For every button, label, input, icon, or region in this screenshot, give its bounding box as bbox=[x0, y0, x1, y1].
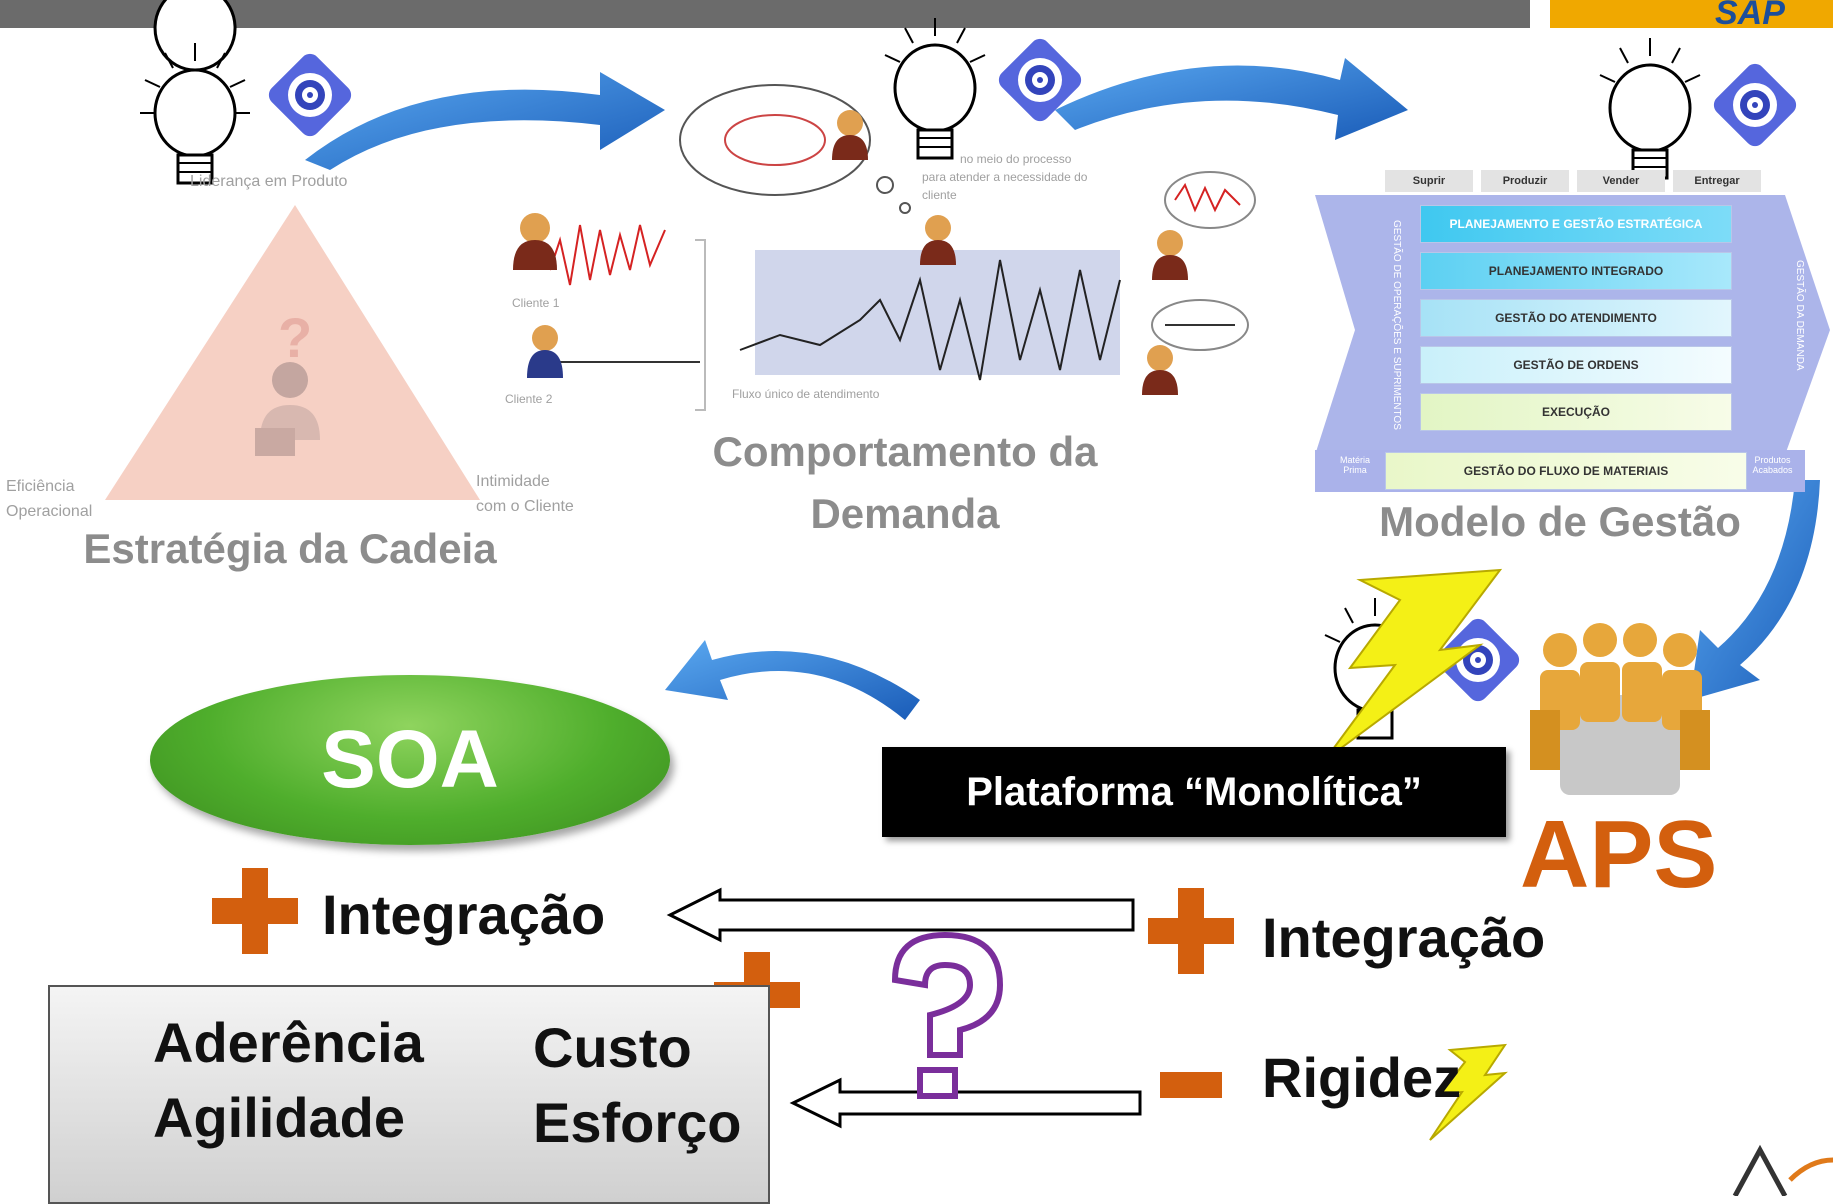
person-icon-client-2 bbox=[527, 325, 563, 378]
lightning-icon-small bbox=[1429, 1043, 1508, 1141]
soa-benefits-box bbox=[48, 985, 770, 1204]
plus-icon-right bbox=[1148, 888, 1234, 974]
soa-ellipse: SOA bbox=[150, 675, 670, 845]
person-laptop-icon bbox=[255, 362, 320, 456]
rigidity-arrow bbox=[789, 1077, 1142, 1129]
model-bottom-left-label: Matéria Prima bbox=[1339, 455, 1370, 475]
lightbulb-icon-1 bbox=[140, 0, 250, 185]
flow-arrow-4 bbox=[665, 640, 920, 720]
model-header-row: Suprir Produzir Vender Entregar bbox=[1385, 170, 1765, 192]
flow-label: Fluxo único de atendimento bbox=[732, 387, 880, 401]
flow-arrow-1 bbox=[305, 72, 665, 170]
model-band-1: PLANEJAMENTO E GESTÃO ESTRATÉGICA bbox=[1420, 205, 1732, 243]
aps-label: APS bbox=[1520, 801, 1718, 908]
integration-arrow bbox=[666, 887, 1135, 943]
left-integration-label: Integração bbox=[322, 883, 606, 946]
flow-arrow-3 bbox=[1690, 480, 1820, 700]
thought-cloud bbox=[679, 84, 911, 214]
model-left-side-label: GESTÃO DE OPERAÇÕES E SUPRIMENTOS bbox=[1391, 220, 1402, 430]
lightbulb-icon-2 bbox=[884, 18, 986, 160]
model-bottom-right-label: Produtos Acabados bbox=[1752, 455, 1793, 475]
client-1-label: Cliente 1 bbox=[512, 296, 560, 310]
pyramid-left-label-2: Operacional bbox=[6, 503, 93, 520]
platform-label: Plataforma “Monolítica” bbox=[966, 769, 1422, 814]
title-bar bbox=[0, 0, 1530, 28]
soa-label: SOA bbox=[321, 714, 499, 805]
pyramid-right-label-2: com o Cliente bbox=[476, 498, 574, 515]
pyramid-right-label-1: Intimidade bbox=[476, 473, 550, 490]
corner-logo-icon bbox=[1732, 1144, 1833, 1196]
model-header-cell: Suprir bbox=[1385, 170, 1473, 192]
demand-title-line-1: Comportamento da bbox=[712, 428, 1098, 475]
speech-bubble-right-2 bbox=[1151, 299, 1249, 351]
model-band-5: EXECUÇÃO bbox=[1420, 393, 1732, 431]
sap-logo-background bbox=[1550, 0, 1833, 28]
pyramid-top-label: Liderança em Produto bbox=[190, 173, 348, 190]
question-mark-icon bbox=[891, 931, 1004, 1099]
person-icon-4 bbox=[920, 215, 956, 265]
model-band-3: GESTÃO DO ATENDIMENTO bbox=[1420, 299, 1732, 337]
right-integration-label: Integração bbox=[1262, 906, 1546, 969]
model-band-4: GESTÃO DE ORDENS bbox=[1420, 346, 1732, 384]
model-right-side-label: GESTÃO DA DEMANDA bbox=[1794, 260, 1805, 371]
person-icon-6 bbox=[1142, 345, 1178, 395]
model-title: Modelo de Gestão bbox=[1379, 498, 1741, 545]
person-icon-client-1 bbox=[513, 213, 557, 270]
people-meeting-icon bbox=[1530, 623, 1710, 795]
person-icon-3 bbox=[832, 110, 868, 160]
strategy-title: Estratégia da Cadeia bbox=[83, 525, 497, 572]
demand-note-1: no meio do processo bbox=[960, 152, 1072, 166]
rigidity-label: Rigidez bbox=[1262, 1046, 1462, 1109]
platform-box: Plataforma “Monolítica” bbox=[882, 747, 1506, 837]
model-bottom-band: GESTÃO DO FLUXO DE MATERIAIS bbox=[1385, 452, 1747, 490]
benefit-effort: Esforço bbox=[533, 1091, 742, 1154]
spiral-logo-icon-3 bbox=[1713, 63, 1797, 147]
client-2-label: Cliente 2 bbox=[505, 392, 553, 406]
demand-chart bbox=[549, 224, 1121, 411]
plus-icon-left bbox=[212, 868, 298, 954]
minus-icon bbox=[1160, 1072, 1222, 1098]
benefit-agility: Agilidade bbox=[153, 1086, 406, 1149]
lightbulb-icon-3 bbox=[1599, 38, 1701, 180]
demand-note-2: para atender a necessidade do bbox=[922, 170, 1088, 184]
strategy-question-mark: ? bbox=[278, 306, 313, 369]
strategy-pyramid bbox=[105, 205, 480, 500]
benefit-cost: Custo bbox=[533, 1016, 692, 1079]
flow-arrow-2 bbox=[1055, 58, 1408, 140]
demand-note-3: cliente bbox=[922, 188, 957, 202]
model-header-cell: Entregar bbox=[1673, 170, 1761, 192]
model-band-2: PLANEJAMENTO INTEGRADO bbox=[1420, 252, 1732, 290]
sap-logo: SAP bbox=[1715, 0, 1785, 32]
model-header-cell: Vender bbox=[1577, 170, 1665, 192]
speech-bubble-right-1 bbox=[1164, 171, 1256, 229]
model-header-cell: Produzir bbox=[1481, 170, 1569, 192]
spiral-logo-icon-2 bbox=[998, 38, 1082, 122]
spiral-logo-icon-1 bbox=[268, 53, 352, 137]
demand-title-line-2: Demanda bbox=[810, 490, 1000, 537]
person-icon-5 bbox=[1152, 230, 1188, 280]
pyramid-left-label-1: Eficiência bbox=[6, 478, 75, 495]
benefit-adherence: Aderência bbox=[153, 1011, 424, 1074]
